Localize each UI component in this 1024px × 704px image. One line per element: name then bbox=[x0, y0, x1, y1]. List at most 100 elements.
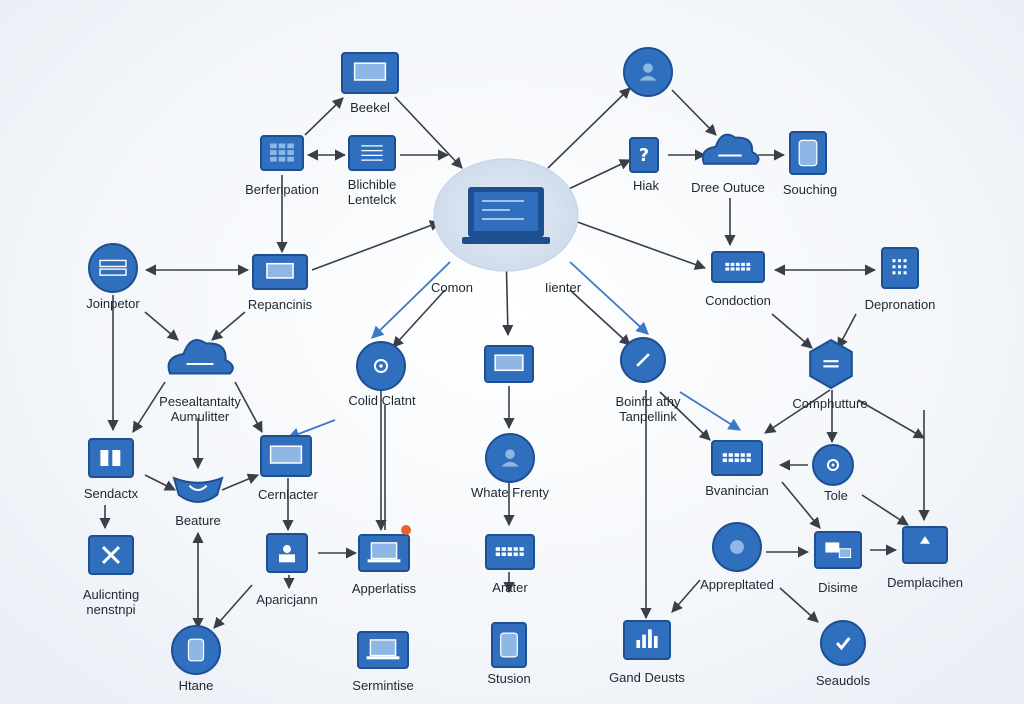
node-gand[interactable] bbox=[623, 620, 671, 660]
target-icon bbox=[373, 358, 389, 374]
server-rack-icon bbox=[99, 259, 127, 276]
monitor-icon bbox=[494, 354, 524, 372]
node-beekel[interactable] bbox=[341, 52, 399, 94]
connector-arrow bbox=[837, 313, 857, 349]
label-appertatiss: Apperlatiss bbox=[351, 581, 417, 596]
node-tole[interactable] bbox=[812, 444, 854, 486]
laptop-icon bbox=[367, 542, 401, 563]
label-comphutture: Comphutture bbox=[792, 396, 868, 411]
disc-icon bbox=[826, 458, 840, 472]
node-dree[interactable] bbox=[701, 133, 760, 165]
label-seaudols: Seaudols bbox=[815, 673, 871, 688]
label-blichible: Blichible Lentelck bbox=[347, 177, 397, 207]
label-dree: Dree Outuce bbox=[691, 180, 765, 195]
label-gand: Gand Deusts bbox=[609, 670, 685, 685]
document-list-icon bbox=[361, 145, 383, 161]
building-icon bbox=[892, 259, 907, 275]
node-arater[interactable] bbox=[485, 534, 535, 570]
tablet-icon bbox=[187, 638, 205, 662]
node-seaudols[interactable] bbox=[820, 620, 866, 666]
keyboard-icon bbox=[495, 547, 524, 557]
node-stusion[interactable] bbox=[491, 622, 527, 668]
node-repancinis[interactable] bbox=[252, 254, 308, 290]
label-boinfd: Boinfd athy Tanpellink bbox=[615, 394, 681, 424]
devices-icon bbox=[825, 542, 852, 559]
connector-arrow bbox=[679, 391, 742, 431]
node-appertatiss[interactable] bbox=[358, 534, 410, 572]
label-sermintise: Sermintise bbox=[352, 678, 414, 693]
pen-icon bbox=[636, 353, 650, 367]
node-central[interactable] bbox=[433, 158, 579, 272]
connector-arrow bbox=[764, 389, 831, 434]
connector-arrow bbox=[234, 381, 263, 433]
node-htane[interactable] bbox=[171, 625, 221, 675]
connector-arrow bbox=[144, 311, 179, 341]
label-depronation: Depronation bbox=[864, 297, 936, 312]
node-demplacihen[interactable] bbox=[902, 526, 948, 564]
grid-icon bbox=[270, 143, 294, 162]
tablet-icon bbox=[500, 632, 518, 658]
connector-arrow bbox=[781, 481, 821, 529]
node-apprepated[interactable] bbox=[712, 522, 762, 572]
user-icon bbox=[639, 63, 657, 81]
connector-arrow bbox=[211, 311, 246, 341]
node-joinpetor[interactable] bbox=[88, 243, 138, 293]
node-beature[interactable] bbox=[172, 476, 224, 503]
label-tole: Tole bbox=[824, 488, 848, 503]
label-joinpetor: Joinpetor bbox=[86, 296, 140, 311]
label-disime: Disime bbox=[818, 580, 858, 595]
label-cernlacter: Cernlacter bbox=[258, 487, 318, 502]
node-boinfd[interactable] bbox=[620, 337, 666, 383]
label-hiak: Hiak bbox=[632, 178, 659, 193]
label-aulicting: Aulicnting nenstnpi bbox=[82, 587, 140, 617]
connector-arrow bbox=[221, 473, 260, 491]
notification-dot bbox=[401, 525, 411, 535]
node-cernlacter[interactable] bbox=[260, 435, 312, 477]
label-pesealantalty: Pesealtantalty Aumulitter bbox=[159, 394, 241, 424]
check-icon bbox=[835, 637, 851, 651]
connector-arrow bbox=[569, 261, 649, 335]
node-depronation[interactable] bbox=[881, 247, 919, 289]
node-blichible[interactable] bbox=[348, 135, 396, 171]
node-user-top[interactable] bbox=[623, 47, 673, 97]
connector-arrow bbox=[371, 261, 451, 339]
node-whate[interactable] bbox=[485, 433, 535, 483]
keyboard-icon bbox=[725, 262, 751, 271]
person-icon bbox=[501, 449, 519, 467]
connector-arrow bbox=[569, 289, 631, 346]
label-arater: Arater bbox=[492, 580, 528, 595]
node-monitor-mid[interactable] bbox=[484, 345, 534, 383]
node-comphutture[interactable] bbox=[809, 338, 853, 390]
node-aulicting[interactable] bbox=[88, 535, 134, 575]
label-stusion: Stusion bbox=[487, 671, 531, 686]
node-souching[interactable] bbox=[789, 131, 827, 175]
label-apprepated: Apprepltated bbox=[700, 577, 774, 592]
label-lienter: Iienter bbox=[544, 280, 582, 295]
tablet-icon bbox=[798, 139, 818, 167]
connector-arrow bbox=[671, 89, 717, 136]
display-panel-icon bbox=[266, 262, 294, 279]
globe-icon bbox=[730, 540, 744, 554]
node-condoction[interactable] bbox=[711, 251, 765, 283]
label-sendactx: Sendactx bbox=[83, 486, 139, 501]
label-whate: Whate Frenty bbox=[470, 485, 550, 500]
node-disime[interactable] bbox=[814, 531, 862, 569]
node-bvanincian[interactable] bbox=[711, 440, 763, 476]
node-aparicann[interactable] bbox=[266, 533, 308, 573]
node-pesealantalty[interactable] bbox=[167, 339, 234, 375]
close-icon bbox=[101, 545, 121, 565]
connector-arrow bbox=[671, 579, 701, 613]
connector-arrow bbox=[311, 220, 442, 271]
node-hiak[interactable]: ? bbox=[629, 137, 659, 173]
connector-arrow bbox=[144, 474, 177, 491]
label-bvanincian: Bvanincian bbox=[705, 483, 769, 498]
connector-arrow bbox=[557, 214, 707, 270]
node-colid[interactable] bbox=[356, 341, 406, 391]
label-demplacihen: Demplacihen bbox=[887, 575, 963, 590]
screen-icon bbox=[269, 445, 303, 464]
node-sermintise[interactable] bbox=[357, 631, 409, 669]
node-berferipation[interactable] bbox=[260, 135, 304, 171]
window-icon bbox=[100, 450, 121, 466]
node-sendactx[interactable] bbox=[88, 438, 134, 478]
monitor-icon bbox=[353, 62, 387, 81]
